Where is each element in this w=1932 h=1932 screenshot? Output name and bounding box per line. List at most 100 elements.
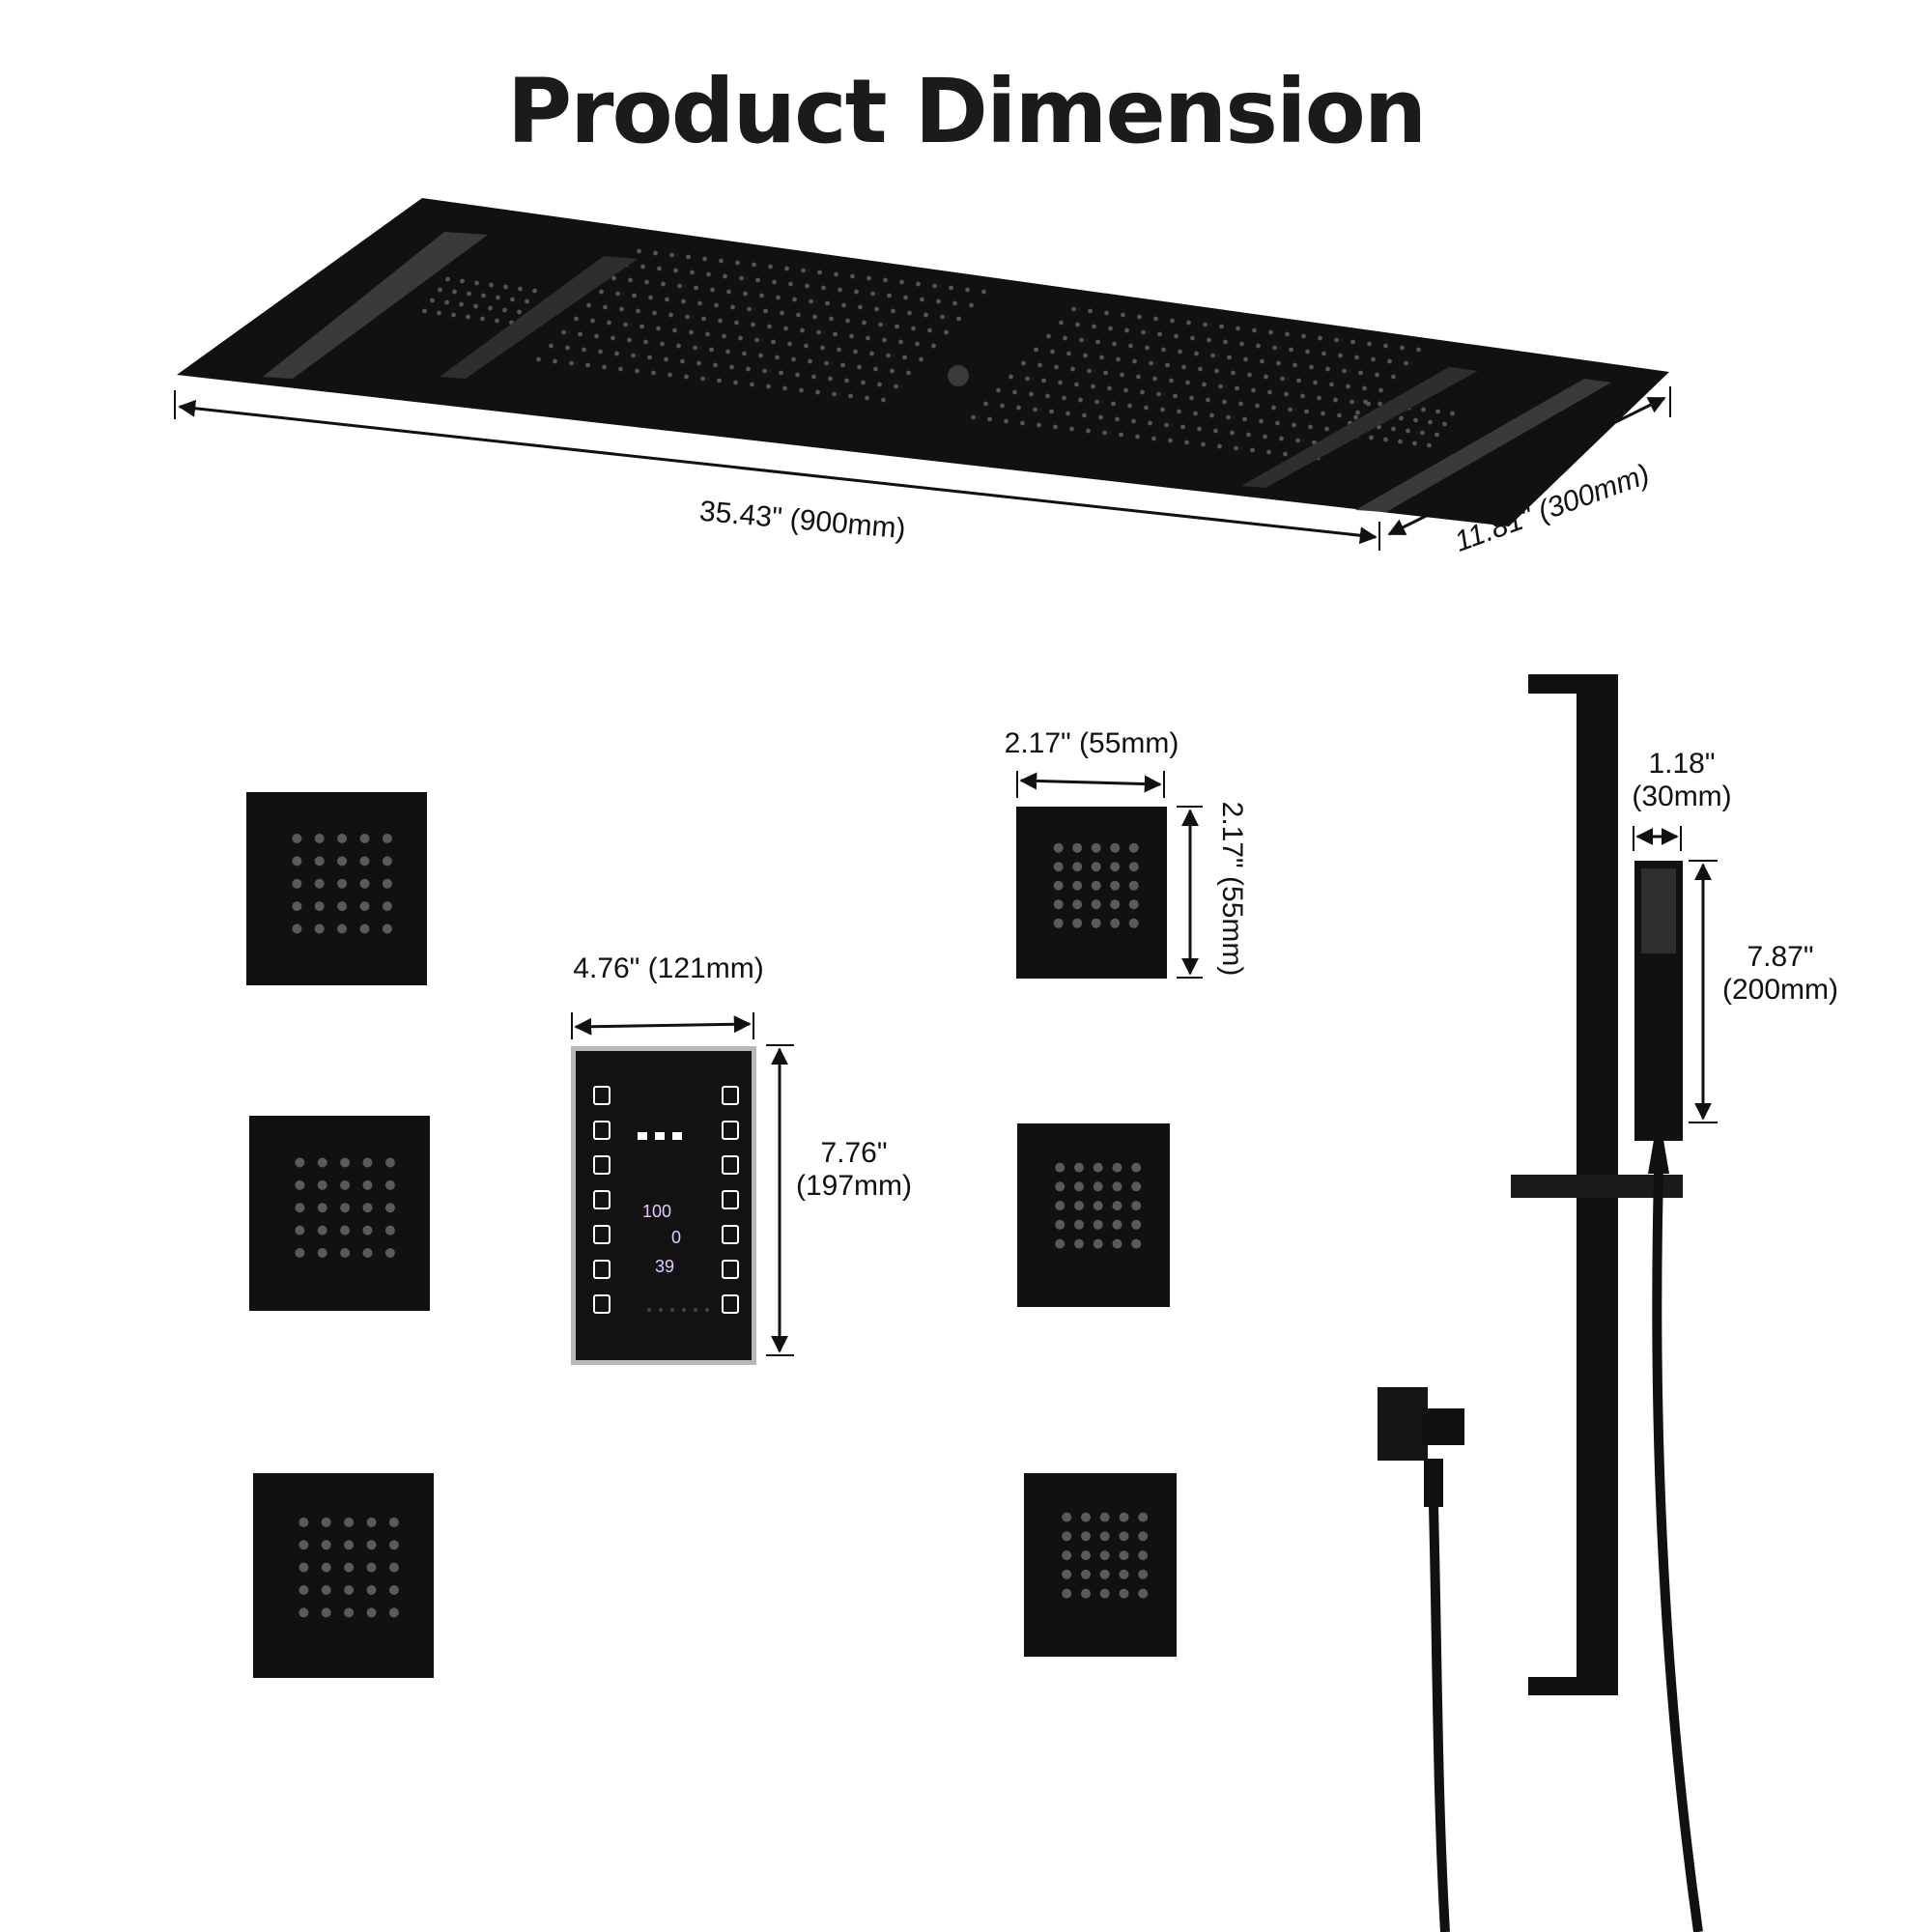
control-panel-dimensions: 4.76" (121mm) 7.76" (197mm)	[571, 952, 912, 1356]
nozzle	[882, 337, 887, 343]
nozzle	[1317, 395, 1321, 401]
body-jet-nozzle	[321, 1562, 331, 1573]
nozzle	[676, 343, 681, 349]
panel-button-right[interactable]	[722, 1121, 739, 1140]
panel-button-right[interactable]	[722, 1294, 739, 1314]
nozzle	[722, 333, 726, 339]
body-jet-nozzle	[344, 1585, 355, 1595]
nozzle	[816, 329, 821, 335]
body-jet-nozzle	[366, 1585, 377, 1595]
nozzle	[1260, 358, 1264, 364]
nozzle	[1160, 407, 1165, 412]
panel-button-right[interactable]	[722, 1086, 739, 1105]
nozzle	[1271, 405, 1276, 411]
body-jet-nozzle	[1112, 1219, 1122, 1230]
nozzle	[1219, 324, 1224, 329]
panel-buttons	[593, 1086, 739, 1314]
body-jet-nozzle	[298, 1540, 309, 1550]
nozzle	[783, 326, 788, 331]
nozzle	[903, 295, 908, 300]
nozzle	[578, 331, 582, 337]
panel-level-dot	[670, 1308, 674, 1312]
nozzle	[561, 329, 566, 335]
nozzle	[1103, 370, 1108, 376]
nozzle	[969, 302, 974, 308]
nozzle	[899, 279, 904, 285]
nozzle	[618, 366, 623, 372]
nozzle	[1210, 353, 1215, 358]
nozzle	[628, 277, 633, 283]
panel-button-right[interactable]	[722, 1260, 739, 1279]
panel-button-right[interactable]	[722, 1225, 739, 1244]
panel-button-left[interactable]	[593, 1121, 611, 1140]
body-jet-nozzle	[321, 1607, 331, 1618]
nozzle	[949, 285, 953, 291]
nozzle	[474, 280, 479, 286]
nozzle	[1149, 360, 1153, 366]
panel-button-right[interactable]	[722, 1190, 739, 1209]
panel-button-left[interactable]	[593, 1260, 611, 1279]
nozzle	[738, 335, 743, 341]
wall-elbow-plate	[1378, 1387, 1428, 1461]
nozzle	[473, 303, 478, 309]
nozzle	[788, 281, 793, 287]
nozzle	[518, 286, 523, 292]
nozzle	[1342, 368, 1347, 374]
panel-button-left[interactable]	[593, 1086, 611, 1105]
nozzle	[1020, 420, 1025, 426]
body-jet-nozzle	[1099, 1588, 1110, 1599]
body-jet-nozzle	[1072, 842, 1083, 853]
body-jet-nozzle	[321, 1517, 331, 1527]
shower-center-light	[948, 365, 969, 386]
panel-button-left[interactable]	[593, 1155, 611, 1175]
nozzle	[693, 345, 697, 351]
nozzle	[1288, 407, 1293, 412]
body-jet-nozzle	[298, 1607, 309, 1618]
nozzle	[1070, 366, 1075, 372]
nozzle	[467, 291, 471, 297]
body-jet-nozzle	[292, 878, 302, 889]
nozzle	[660, 341, 665, 347]
nozzle	[1329, 382, 1334, 387]
nozzle	[1058, 380, 1063, 385]
body-jet-nozzle	[359, 923, 370, 934]
panel-button-right[interactable]	[722, 1155, 739, 1175]
nozzle	[894, 384, 898, 389]
nozzle	[874, 306, 879, 312]
body-jet-nozzle	[1128, 899, 1139, 910]
body-jet-nozzle	[1074, 1162, 1084, 1173]
body-jet-nozzle	[359, 834, 370, 843]
body-jet-nozzle	[292, 856, 302, 867]
nozzle	[1292, 422, 1296, 428]
body-jet-plate	[246, 792, 427, 985]
nozzle	[1115, 416, 1120, 422]
body-jet-nozzle	[362, 1203, 373, 1213]
body-jet-nozzle	[1081, 1531, 1091, 1542]
nozzle	[668, 312, 673, 318]
nozzle	[718, 318, 723, 324]
nozzle	[1391, 426, 1396, 432]
panel-button-left[interactable]	[593, 1190, 611, 1209]
nozzle	[1235, 385, 1239, 391]
nozzle	[1046, 333, 1051, 339]
nozzle	[858, 304, 863, 310]
panel-level-dot	[647, 1308, 651, 1312]
nozzle	[480, 316, 485, 322]
nozzle	[1214, 368, 1219, 374]
nozzle	[459, 301, 464, 307]
panel-button-left[interactable]	[593, 1225, 611, 1244]
nozzle	[1362, 385, 1367, 391]
nozzle	[881, 397, 886, 403]
nozzle	[1088, 308, 1093, 314]
body-jet-nozzle	[1110, 918, 1121, 928]
body-jet-nozzle	[1053, 880, 1064, 891]
display-flow-value: 100	[642, 1202, 671, 1221]
body-jet-nozzle	[366, 1607, 377, 1618]
nozzle	[1416, 347, 1421, 353]
panel-button-left[interactable]	[593, 1294, 611, 1314]
nozzle	[696, 360, 701, 366]
supply-hose	[1429, 1504, 1450, 1932]
nozzle	[594, 333, 599, 339]
nozzle	[611, 275, 616, 281]
body-jet-nozzle	[1053, 862, 1064, 872]
